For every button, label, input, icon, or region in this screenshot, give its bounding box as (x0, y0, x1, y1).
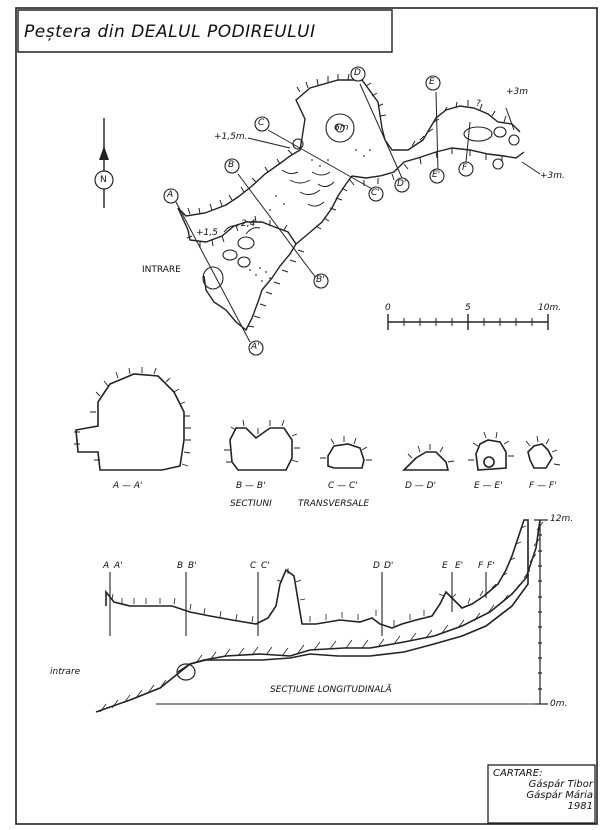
plan-point-c: C (258, 118, 265, 128)
scale-tick-0: 0 (385, 303, 391, 313)
section-c (327, 443, 365, 469)
profile-marker-a-prime: A' (114, 561, 123, 571)
north-arrow-icon (94, 118, 114, 208)
title-box (17, 9, 393, 53)
plan-point-c-prime: C' (371, 188, 380, 198)
plan-outline-lower (177, 207, 297, 332)
plan-height-inner: 2,4 (241, 219, 256, 229)
profile-marker-b-prime: B' (188, 561, 197, 571)
plan-point-b-prime: B' (316, 275, 325, 285)
section-label-f: F — F' (529, 481, 557, 491)
plan-point-b: B (228, 160, 235, 170)
plan-height-right: +3m. (540, 171, 565, 181)
profile-ground-hatch (99, 521, 544, 713)
profile-ground-surface (95, 519, 541, 713)
profile-marker-e-prime: E' (455, 561, 464, 571)
plan-outline-mid (295, 147, 525, 245)
profile-marker-c-prime: C' (261, 561, 270, 571)
section-d (402, 451, 450, 471)
section-f (527, 443, 553, 469)
plan-entrance-label: INTRARE (142, 265, 181, 275)
section-b (229, 427, 293, 471)
plan-wall-ticks (186, 73, 507, 328)
section-a (75, 373, 185, 471)
profile-marker-a: A (103, 561, 110, 571)
credits-year: 1981 (567, 801, 593, 812)
vertical-scale-bottom-label: 0m. (550, 699, 568, 709)
plan-height-top: +3m (506, 87, 529, 97)
profile-entrance-label: intrare (50, 667, 81, 677)
plan-point-e: E (429, 77, 435, 87)
plan-point-d-prime: D' (397, 179, 407, 189)
profile-marker-f: F (478, 561, 484, 571)
plan-point-f: F (462, 163, 468, 173)
profile-marker-e: E (442, 561, 448, 571)
plan-point-a-prime: A' (251, 342, 260, 352)
plan-stipple (249, 149, 371, 282)
section-label-d: D — D' (405, 481, 437, 491)
plan-slope-marks (223, 169, 335, 235)
profile-wall-ticks (111, 525, 527, 626)
scale-tick-5: 5 (465, 303, 471, 313)
plan-leaders (247, 107, 541, 175)
plan-height-chamber: 6m (334, 123, 349, 133)
profile-marker-c: C (250, 561, 257, 571)
profile-marker-f-prime: F' (487, 561, 495, 571)
cave-plan (175, 73, 541, 343)
section-wall-ticks (74, 367, 561, 467)
profile-entrance-boulder (176, 663, 196, 681)
profile-caption: SECȚIUNE LONGITUDINALĂ (270, 685, 392, 695)
plan-point-d: D (354, 68, 361, 78)
cross-sections (75, 373, 553, 471)
section-lines (175, 83, 471, 343)
section-label-b: B — B' (236, 481, 266, 491)
credits-name-1: Gáspár Tibor (528, 779, 593, 790)
sections-caption-2: TRANSVERSALE (298, 499, 370, 509)
section-label-a: A — A' (113, 481, 143, 491)
profile-marker-b: B (177, 561, 184, 571)
scale-bar (387, 314, 549, 330)
credits-heading: CARTARE: (493, 768, 543, 779)
scale-tick-10: 10m. (538, 303, 562, 313)
plan-question-mark: ? (476, 99, 481, 109)
section-label-c: C — C' (328, 481, 358, 491)
outer-frame (15, 7, 598, 825)
map-title: Peștera din DEALUL PODIREULUI (24, 22, 316, 42)
profile-cave-outline (105, 519, 529, 673)
section-e (475, 439, 507, 471)
credits-block: CARTARE: Gáspár Tibor Gáspár Mária 1981 (493, 768, 593, 812)
sections-caption-1: SECTIUNI (230, 499, 272, 509)
plan-boulders (202, 113, 520, 290)
plan-point-circles (163, 66, 474, 356)
section-label-e: E — E' (474, 481, 503, 491)
credits-name-2: Gáspár Mária (526, 790, 593, 801)
north-label: N (100, 175, 107, 185)
plan-height-c: +1,5m. (214, 132, 248, 142)
vertical-scale-top-label: 12m. (550, 514, 574, 524)
vertical-scale (534, 519, 548, 705)
profile-marker-d-prime: D' (384, 561, 394, 571)
plan-point-a: A (167, 190, 174, 200)
credits-box (487, 764, 596, 824)
longitudinal-section (95, 519, 548, 713)
plan-point-e-prime: E' (432, 170, 441, 180)
plan-height-entrance: +1,5 (196, 228, 218, 238)
profile-marker-d: D (373, 561, 380, 571)
profile-marker-lines (109, 572, 487, 636)
